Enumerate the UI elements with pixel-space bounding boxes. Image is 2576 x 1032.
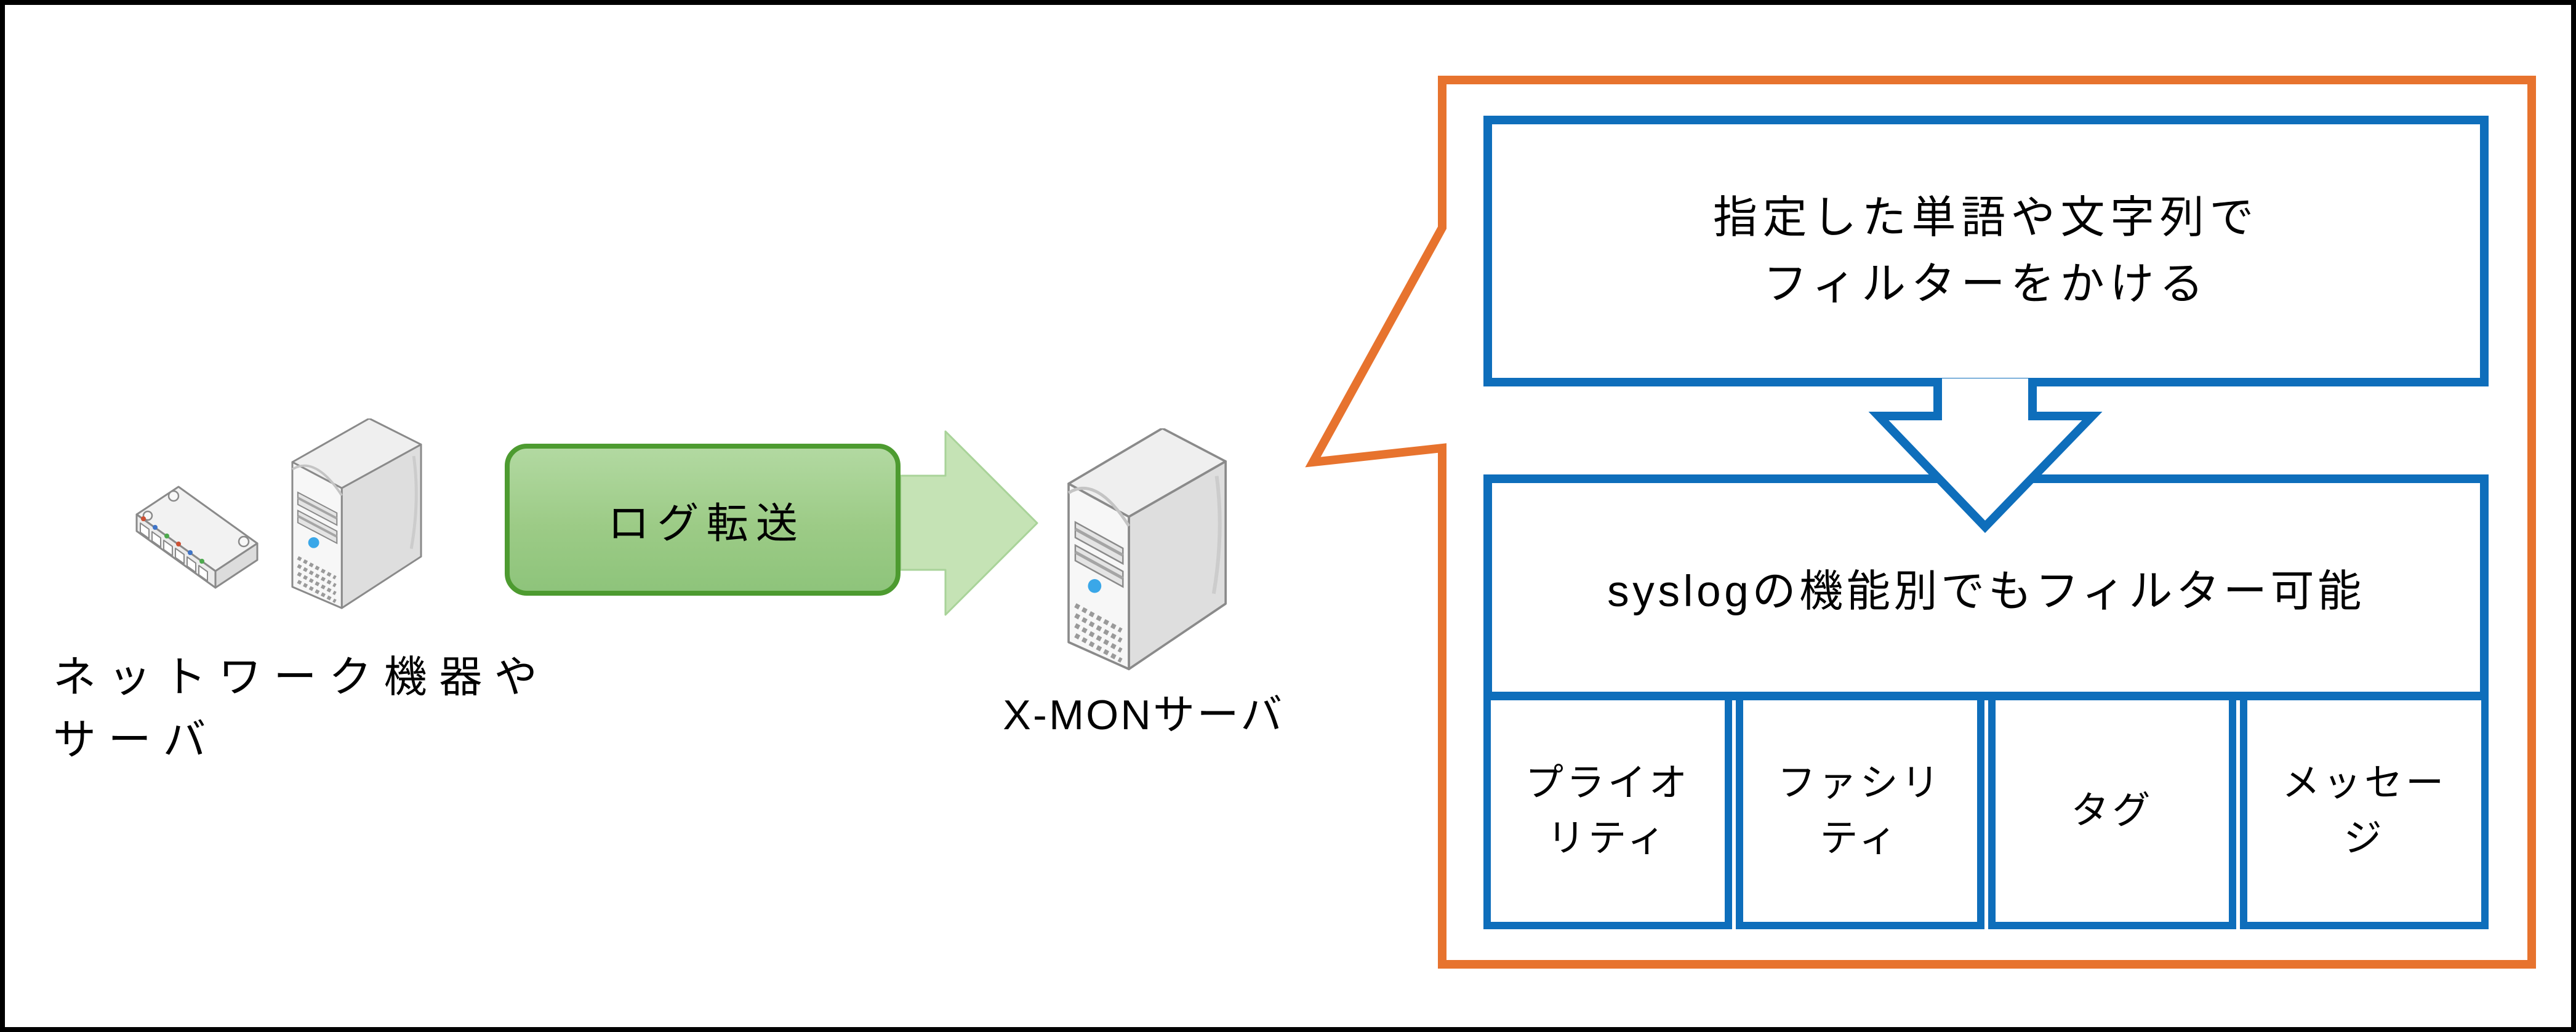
server-tower-icon (1065, 428, 1229, 674)
right-block-arrow-icon (901, 430, 1038, 616)
category-label: タグ (2071, 790, 2154, 833)
category-cell-message: メッセー ジ (2240, 700, 2489, 929)
log-transfer-box: ログ転送 (505, 444, 901, 596)
filter-note-text: 指定した単語や文字列で フィルターをかける (1712, 193, 2260, 309)
xmon-server-label: X-MONサーバ (1003, 692, 1285, 738)
category-label: ファシリ ティ (1777, 762, 1943, 860)
syslog-note-box: syslogの機能別でもフィルター可能 (1483, 474, 2489, 700)
category-label: プライオ リティ (1525, 762, 1690, 860)
category-cell-tag: タグ (1988, 700, 2237, 929)
log-transfer-label: ログ転送 (608, 500, 806, 547)
category-label: メッセー ジ (2282, 762, 2447, 860)
category-cell-facility: ファシリ ティ (1735, 700, 1984, 929)
category-cell-priority: プライオ リティ (1483, 700, 1732, 929)
source-devices-label: ネットワーク機器や サーバ (53, 653, 550, 764)
syslog-note-text: syslogの機能別でもフィルター可能 (1607, 567, 2365, 616)
network-switch-icon (135, 486, 259, 589)
filter-note-box: 指定した単語や文字列で フィルターをかける (1483, 116, 2489, 386)
syslog-category-row: プライオ リティ ファシリ ティ タグ メッセー ジ (1483, 700, 2489, 929)
server-tower-icon (289, 418, 423, 612)
